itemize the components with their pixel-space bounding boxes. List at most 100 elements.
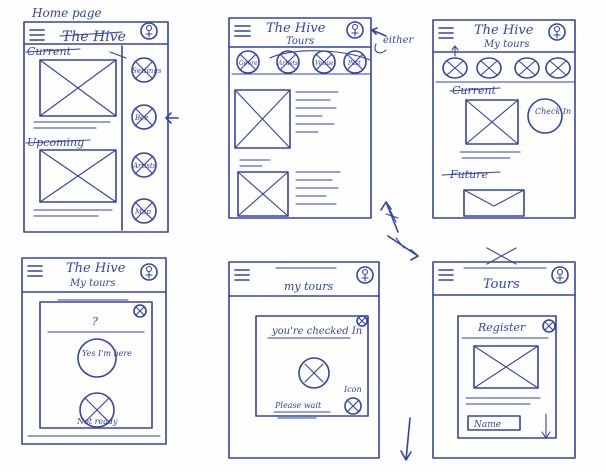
frame-my-tours: The Hive My tours Current <box>432 19 576 219</box>
tour-image[interactable] <box>234 89 291 149</box>
register-title: Register <box>477 321 526 334</box>
question-mark: ? <box>92 315 98 328</box>
svg-text:Name: Name <box>473 420 501 430</box>
tab-oval[interactable] <box>514 57 540 79</box>
close-icon[interactable] <box>356 315 368 327</box>
nav-button-settings[interactable]: Settings <box>131 57 162 83</box>
avatar-icon[interactable] <box>548 23 566 41</box>
svg-text:Past: Past <box>347 60 361 67</box>
arrow-up-icon <box>451 45 459 57</box>
filter-chip-artists[interactable]: Artists <box>276 50 300 74</box>
nav-button-artists[interactable]: Artists <box>131 152 157 178</box>
hamburger-menu-icon[interactable] <box>27 265 43 277</box>
app-title: The Hive <box>266 21 326 36</box>
tour-image[interactable] <box>237 171 289 217</box>
nav-button-bee[interactable]: Bee <box>131 104 157 130</box>
filter-chip-venue[interactable]: Venue <box>312 50 336 74</box>
future-tour-image[interactable] <box>463 189 525 217</box>
hamburger-menu-icon[interactable] <box>438 27 454 39</box>
home-page-note: Home page <box>31 6 102 20</box>
svg-text:Bee: Bee <box>134 114 148 122</box>
label-strike <box>449 87 501 92</box>
hamburger-menu-icon[interactable] <box>234 25 251 37</box>
filter-chip-past[interactable]: Past <box>343 50 367 74</box>
tour-text-lines <box>295 171 341 205</box>
hamburger-menu-icon[interactable] <box>234 269 250 281</box>
pointer-stroke <box>109 51 127 59</box>
section-current-label: Current <box>452 84 497 97</box>
phone-frame <box>432 19 576 219</box>
yes-here-button[interactable]: Yes I'm here <box>77 338 132 378</box>
tour-text-lines <box>295 91 339 133</box>
frame-home: Home page The Hive Current Upcoming <box>23 6 179 233</box>
tab-oval[interactable] <box>476 57 502 79</box>
avatar-icon[interactable] <box>140 263 158 281</box>
label-strike <box>25 139 91 144</box>
page-title: my tours <box>284 280 334 293</box>
svg-text:Genre: Genre <box>239 60 258 67</box>
frame-checked-in: my tours you're checked In Please wait I… <box>228 261 380 459</box>
note-loop <box>374 43 387 54</box>
svg-text:Check In: Check In <box>535 107 571 116</box>
app-title: The Hive <box>62 29 126 45</box>
flow-arrow-icon <box>380 201 419 261</box>
text-lines <box>33 121 111 129</box>
arrow-down-icon <box>400 417 412 461</box>
frame-tours-register: Tours Register Name <box>432 247 576 459</box>
tab-oval[interactable] <box>442 57 468 79</box>
chip-bracket <box>269 50 371 61</box>
svg-text:Yes I'm here: Yes I'm here <box>82 349 132 358</box>
please-wait-label: Please wait <box>274 401 322 410</box>
svg-text:Not ready: Not ready <box>76 417 118 426</box>
phone-frame <box>23 21 169 233</box>
frame-tours: The Hive Tours either Genre Artists Venu… <box>228 17 414 219</box>
frame-my-tours-confirm: The Hive My tours ? Yes I'm here Not rea… <box>21 257 167 445</box>
avatar-icon[interactable] <box>140 22 158 40</box>
register-modal <box>457 315 557 439</box>
svg-text:Venue: Venue <box>315 60 334 67</box>
svg-text:Artists: Artists <box>277 60 298 67</box>
checked-in-message: you're checked In <box>271 326 362 337</box>
arrow-left-icon <box>371 27 387 37</box>
check-in-button[interactable]: Check In <box>527 98 571 134</box>
phone-frame <box>21 257 167 445</box>
upcoming-tour-image[interactable] <box>39 149 117 203</box>
text-lines <box>239 159 271 167</box>
section-upcoming-label: Upcoming <box>27 136 84 149</box>
current-tour-image[interactable] <box>465 99 519 145</box>
tab-oval[interactable] <box>545 57 571 79</box>
app-title: The Hive <box>474 23 534 38</box>
current-tour-image[interactable] <box>39 59 117 117</box>
svg-text:Map: Map <box>134 208 151 216</box>
arrow-down-icon <box>541 413 551 439</box>
text-lines <box>459 151 521 159</box>
close-icon[interactable] <box>133 304 147 318</box>
text-lines <box>273 411 331 419</box>
tour-image <box>473 345 539 389</box>
phone-frame <box>228 261 380 459</box>
name-field[interactable]: Name <box>467 415 521 431</box>
hamburger-menu-icon[interactable] <box>438 269 454 281</box>
nav-button-map[interactable]: Map <box>131 198 157 224</box>
page-subtitle: Tours <box>286 36 314 47</box>
not-ready-button[interactable]: Not ready <box>76 392 118 428</box>
phone-frame <box>432 261 576 459</box>
page-title: Tours <box>483 277 520 292</box>
avatar-icon[interactable] <box>346 21 364 39</box>
svg-text:Settings: Settings <box>132 67 162 75</box>
label-strike <box>441 171 501 176</box>
avatar-icon[interactable] <box>551 266 569 284</box>
section-current-label: Current <box>27 45 72 58</box>
hamburger-menu-icon[interactable] <box>29 29 45 41</box>
close-icon[interactable] <box>542 319 556 333</box>
page-subtitle: My tours <box>69 278 115 289</box>
icon-label: Icon <box>343 385 362 394</box>
label-strike <box>25 48 81 53</box>
avatar-icon[interactable] <box>356 266 374 284</box>
app-title: The Hive <box>66 261 126 276</box>
filter-chip-genre[interactable]: Genre <box>236 50 260 74</box>
arrow-left-icon <box>165 112 179 124</box>
confirm-modal <box>39 301 153 429</box>
